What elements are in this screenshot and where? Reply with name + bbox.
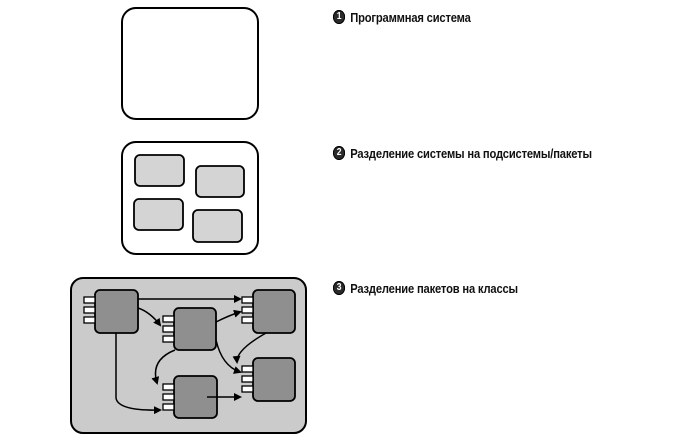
class-port xyxy=(241,296,254,304)
step-number-badge: 2 xyxy=(333,146,346,160)
dependency-arrow xyxy=(232,332,267,364)
step-number-badge: 3 xyxy=(333,281,346,295)
class-port xyxy=(241,375,254,383)
class-port xyxy=(162,315,175,323)
dependency-arrow xyxy=(215,309,242,323)
class-box xyxy=(252,357,296,402)
dependency-arrow xyxy=(151,349,176,385)
system-with-packages xyxy=(121,141,259,255)
class-port xyxy=(83,306,96,314)
class-port xyxy=(162,403,175,411)
class-port xyxy=(241,385,254,393)
package-box xyxy=(192,209,243,243)
software-system-box xyxy=(121,7,259,120)
step-label: Разделение пакетов на классы xyxy=(350,280,518,296)
dependency-arrow xyxy=(215,339,242,374)
step-3-caption: 3 Разделение пакетов на классы xyxy=(333,278,518,298)
package-box xyxy=(134,154,185,187)
class-port xyxy=(241,365,254,373)
step-label: Программная система xyxy=(350,9,471,25)
package-box xyxy=(133,198,184,231)
class-port xyxy=(162,393,175,401)
class-port xyxy=(241,306,254,314)
class-box xyxy=(94,289,139,334)
package-box xyxy=(195,165,245,198)
class-box xyxy=(173,307,217,351)
class-port xyxy=(241,316,254,324)
step-2-caption: 2 Разделение системы на подсистемы/пакет… xyxy=(333,143,592,163)
step-number-badge: 1 xyxy=(333,10,346,24)
class-port xyxy=(162,325,175,333)
class-box xyxy=(252,289,296,334)
step-label: Разделение системы на подсистемы/пакеты xyxy=(350,145,592,161)
class-port xyxy=(162,383,175,391)
class-port xyxy=(83,296,96,304)
class-port xyxy=(83,316,96,324)
package-with-classes xyxy=(70,277,307,434)
step-1-caption: 1 Программная система xyxy=(333,7,471,27)
dependency-arrow xyxy=(115,333,162,415)
dependency-arrow xyxy=(137,307,162,327)
class-port xyxy=(162,335,175,343)
